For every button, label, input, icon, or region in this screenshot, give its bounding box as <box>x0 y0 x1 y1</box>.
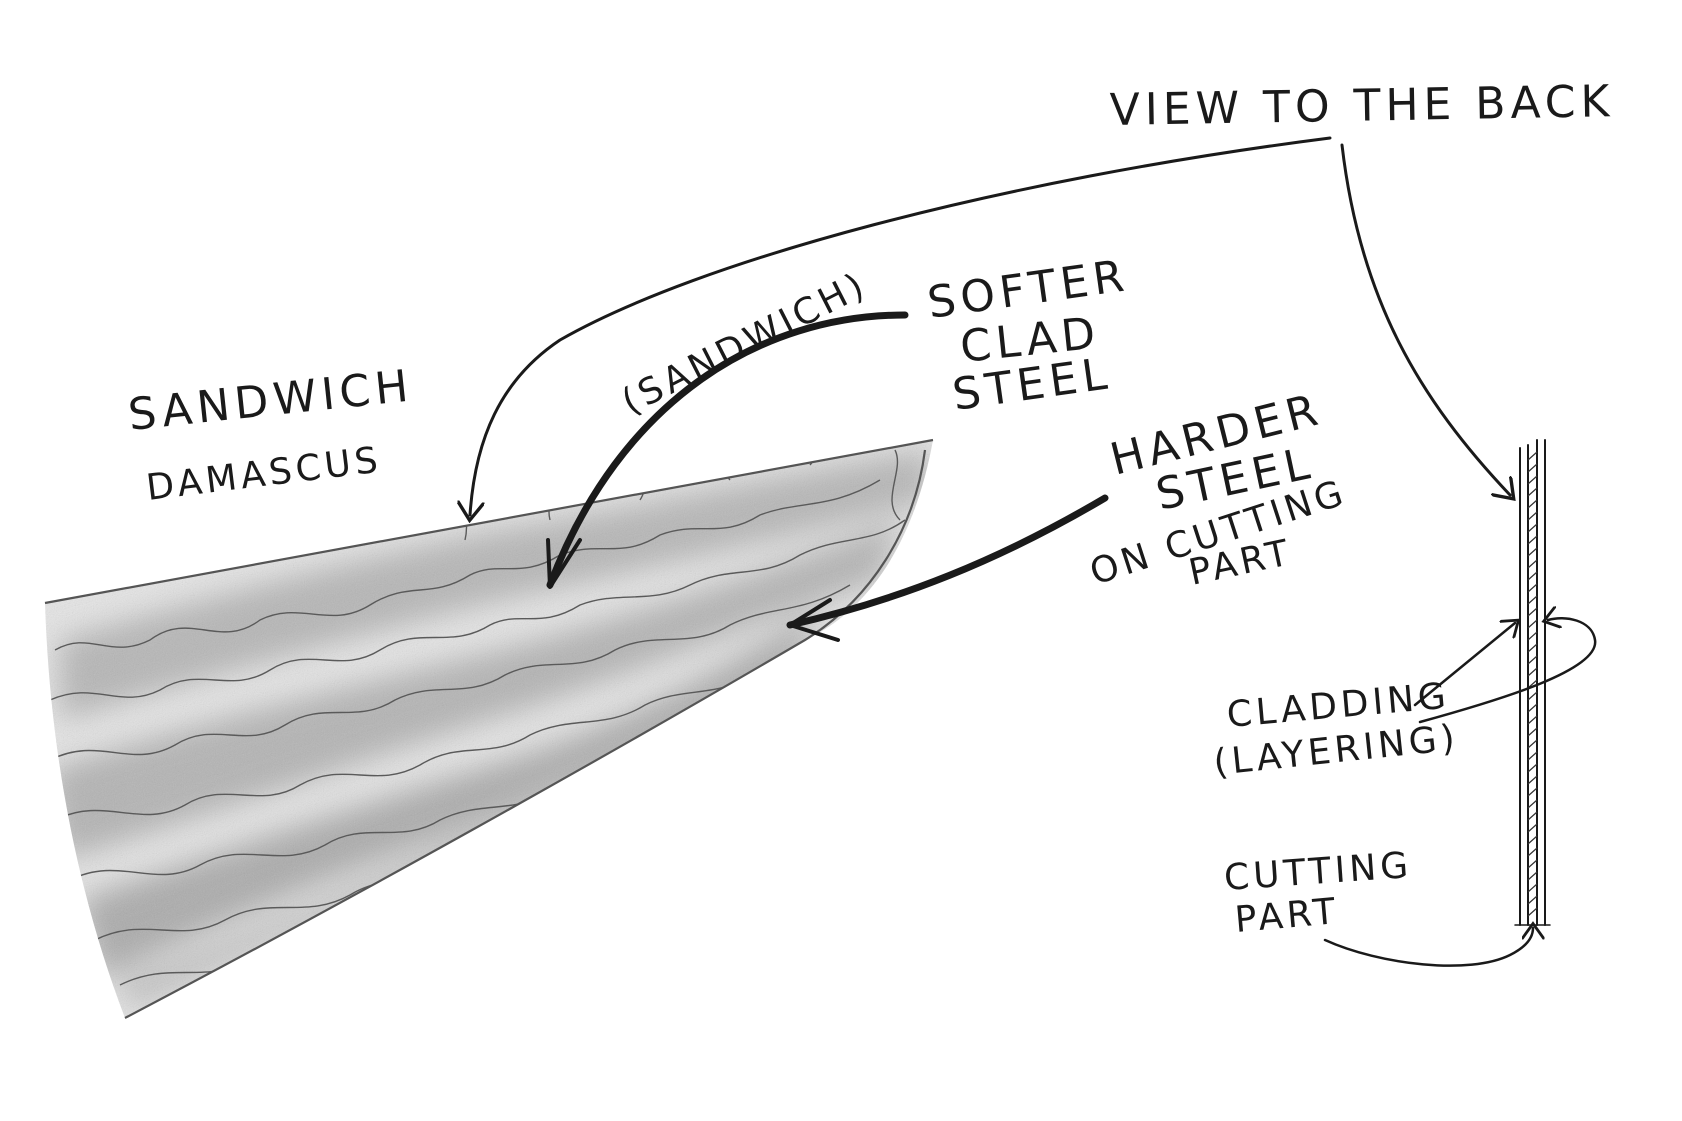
label-sandwich-damascus: SANDWICH DAMASCUS <box>126 360 416 509</box>
blade-spine <box>44 438 934 605</box>
label-cutting: CUTTING <box>1223 845 1414 899</box>
blade-back-view <box>1514 439 1551 926</box>
arrow-cladding-1 <box>1413 623 1515 707</box>
arrow-view-to-blade <box>470 136 1332 515</box>
label-sandwich: SANDWICH <box>126 360 416 441</box>
label-harder-steel: HARDER STEEL ON CUTTING PART <box>1085 384 1352 594</box>
label-view-to-the-back: VIEW TO THE BACK <box>1109 76 1615 136</box>
label-part-2: PART <box>1233 891 1341 941</box>
arrow-harder-steel <box>786 494 1109 629</box>
back-view-hatching <box>1527 451 1538 917</box>
blade-edge <box>124 449 927 1019</box>
arrow-view-to-back <box>1340 143 1510 495</box>
label-softer-clad-steel: SOFTER CLAD STEEL <box>924 250 1131 421</box>
damascus-blade <box>44 438 934 1019</box>
arrow-cutting-part <box>1323 928 1533 967</box>
label-damascus: DAMASCUS <box>144 439 384 509</box>
label-cladding: CLADDING (LAYERING) <box>1212 676 1461 784</box>
arrow-softer-clad <box>546 311 909 589</box>
arrows <box>470 136 1597 967</box>
arrow-cladding-2 <box>1418 618 1597 724</box>
label-cutting-part: CUTTING PART <box>1223 845 1414 941</box>
label-sandwich-paren: (SANDWICH) <box>615 264 874 423</box>
